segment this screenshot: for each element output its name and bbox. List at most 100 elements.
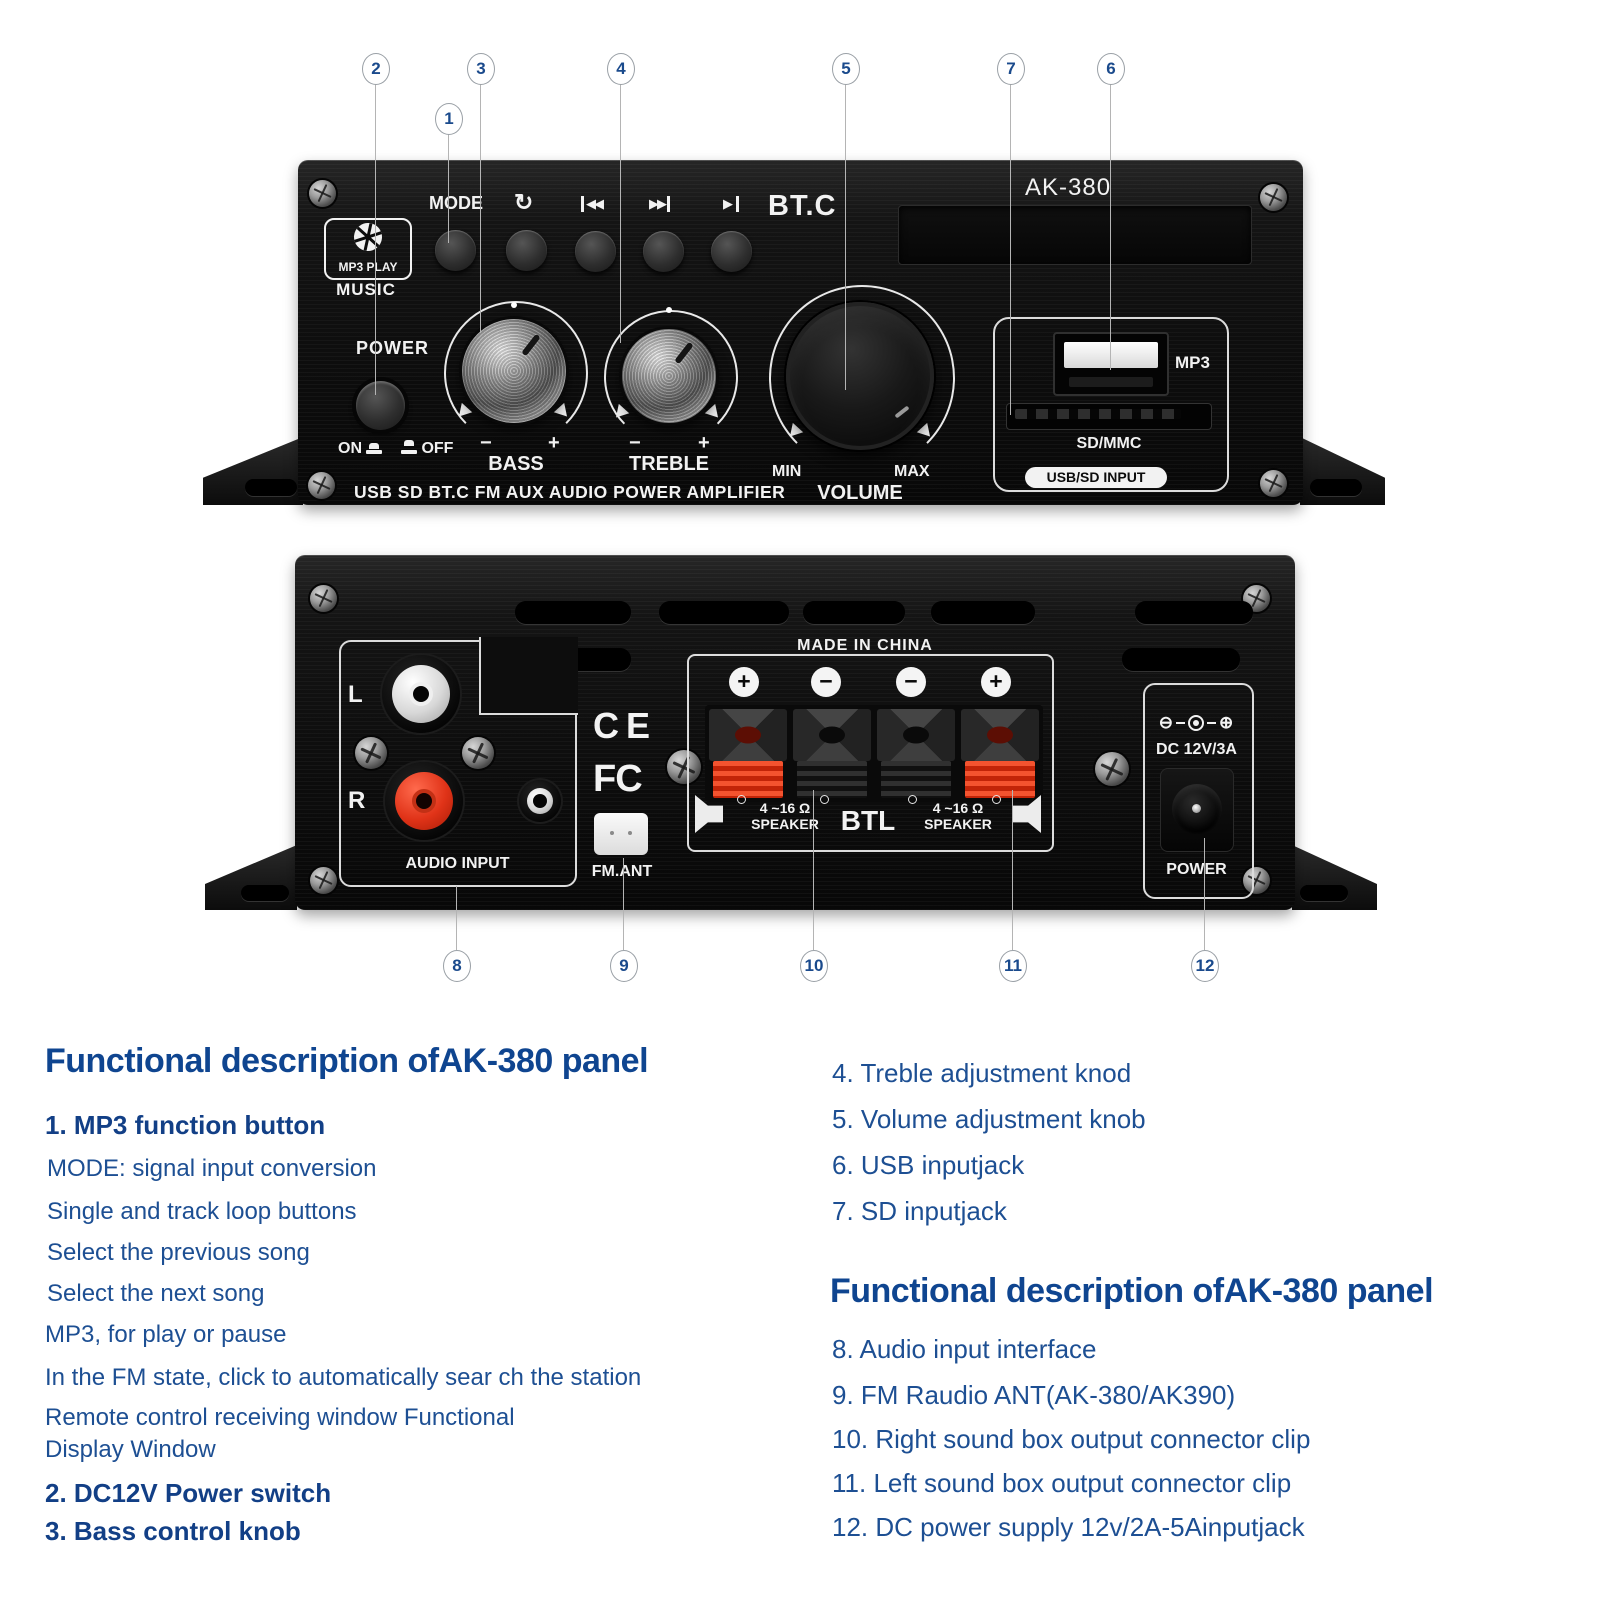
description-line: Select the next song xyxy=(47,1280,265,1307)
description-line: Remote control receiving window Function… xyxy=(45,1404,515,1431)
left-item-1-title: 1. MP3 function button xyxy=(45,1110,326,1140)
right-item: 4. Treble adjustment knod xyxy=(832,1058,1132,1088)
usb-tongue xyxy=(1064,342,1158,368)
right-item: 12. DC power supply 12v/2A-5Ainputjack xyxy=(832,1512,1305,1542)
back-mount-wing-right xyxy=(1292,845,1377,910)
fm-antenna-connector xyxy=(594,813,648,855)
volume-arc xyxy=(769,285,955,471)
sd-slot-teeth xyxy=(1015,409,1181,419)
back-mount-wing-left xyxy=(205,845,297,910)
vent-slot xyxy=(803,601,905,624)
loop-icon: ↻ xyxy=(514,189,534,215)
right-item: 9. FM Raudio ANT(AK-380/AK390) xyxy=(832,1380,1236,1410)
callout-6: 6 xyxy=(1097,53,1125,85)
callout-line-7 xyxy=(1010,83,1011,415)
jack-r-label: R xyxy=(348,787,366,814)
usb-sd-input-badge: USB/SD INPUT xyxy=(1025,467,1167,488)
volume-knob xyxy=(786,302,934,450)
callout-11: 11 xyxy=(999,950,1027,982)
callout-3: 3 xyxy=(467,53,495,85)
mp3-label: MP3 xyxy=(1175,353,1210,372)
front-mount-wing-left xyxy=(203,437,303,505)
volume-max-label: MAX xyxy=(894,463,930,480)
front-panel: MP3 PLAY MUSIC MODE ↻ ◀◀ ▶▶ ▶ BT.C AK-38… xyxy=(298,160,1303,505)
dc-jack xyxy=(1160,768,1234,852)
made-in-china-label: MADE IN CHINA xyxy=(797,637,933,654)
callout-4: 4 xyxy=(607,53,635,85)
front-strip-label: USB SD BT.C FM AUX AUDIO POWER AMPLIFIER xyxy=(354,482,786,502)
screw-icon xyxy=(309,180,336,207)
callout-8: 8 xyxy=(443,950,471,982)
callout-line-6 xyxy=(1110,83,1111,370)
screw-icon xyxy=(1260,184,1287,211)
sd-mmc-label: SD/MMC xyxy=(1076,435,1142,452)
bass-index-dot xyxy=(511,302,517,308)
treble-knob xyxy=(622,329,716,423)
description-line: Single and track loop buttons xyxy=(47,1198,357,1225)
callout-10: 10 xyxy=(800,950,828,982)
description-line: Display Window xyxy=(45,1436,216,1463)
terminal-dot xyxy=(820,795,829,804)
fm-ant-label: FM.ANT xyxy=(591,863,653,880)
power-label: POWER xyxy=(356,338,430,358)
usb-slot xyxy=(1069,377,1153,387)
vent-slot xyxy=(1122,648,1240,671)
screw-icon xyxy=(1260,470,1287,497)
speaker-clip-right-plus xyxy=(709,709,787,798)
vent-slot xyxy=(659,601,789,624)
usb-sd-box xyxy=(993,317,1229,492)
mp3-play-logo: MP3 PLAY xyxy=(324,218,412,280)
screw-icon xyxy=(667,750,701,784)
audio-input-label: AUDIO INPUT xyxy=(405,855,510,872)
right-item: 7. SD inputjack xyxy=(832,1196,1007,1226)
screw-icon xyxy=(308,472,335,499)
bass-plus-label: + xyxy=(548,432,560,454)
on-indicator-icon xyxy=(366,442,383,454)
terminal-dot xyxy=(737,795,746,804)
speaker-clip-right-minus xyxy=(793,709,871,798)
callout-line-2 xyxy=(375,83,376,395)
mode-button xyxy=(435,230,476,271)
next-track-icon: ▶▶ xyxy=(649,196,670,212)
power-button xyxy=(356,381,405,430)
bass-knob xyxy=(462,319,566,423)
logo-text: MP3 PLAY xyxy=(338,260,398,274)
screw-icon xyxy=(310,585,337,612)
callout-2: 2 xyxy=(362,53,390,85)
off-indicator-icon xyxy=(401,440,417,454)
bass-label: BASS xyxy=(488,453,544,475)
callout-line-12 xyxy=(1204,838,1205,950)
play-pause-button xyxy=(711,231,752,272)
terminal-plus-icon: + xyxy=(981,667,1011,697)
fcc-logo: FC xyxy=(593,758,643,800)
logo-music-label: MUSIC xyxy=(336,280,396,299)
on-label: ON xyxy=(338,440,383,458)
dc-power-box xyxy=(1143,683,1254,899)
polarity-plus-icon: ⊕ xyxy=(1219,713,1234,732)
audio-input-box xyxy=(339,640,577,887)
screw-icon xyxy=(1095,752,1129,786)
terminal-plus-icon: + xyxy=(729,667,759,697)
ce-logo: CE xyxy=(593,705,658,746)
right-item: 5. Volume adjustment knob xyxy=(832,1104,1146,1134)
usb-port xyxy=(1053,332,1169,396)
btc-label: BT.C xyxy=(768,190,837,222)
terminal-dot xyxy=(992,795,1001,804)
right-item: 6. USB inputjack xyxy=(832,1150,1025,1180)
screw-icon xyxy=(310,867,337,894)
speaker-clip-left-plus xyxy=(961,709,1039,798)
vent-slot xyxy=(1135,601,1253,624)
callout-line-3 xyxy=(480,83,481,333)
callout-7: 7 xyxy=(997,53,1025,85)
next-button xyxy=(643,231,684,272)
speaker-clip-left-minus xyxy=(877,709,955,798)
rca-jack-left xyxy=(382,655,460,733)
terminal-minus-icon: − xyxy=(896,667,926,697)
vent-slot xyxy=(931,601,1035,624)
jack-l-label: L xyxy=(348,681,363,708)
description-line: MP3, for play or pause xyxy=(45,1321,287,1348)
bass-minus-label: − xyxy=(480,432,492,454)
callout-line-11 xyxy=(1012,790,1013,950)
callout-line-8 xyxy=(456,886,457,950)
